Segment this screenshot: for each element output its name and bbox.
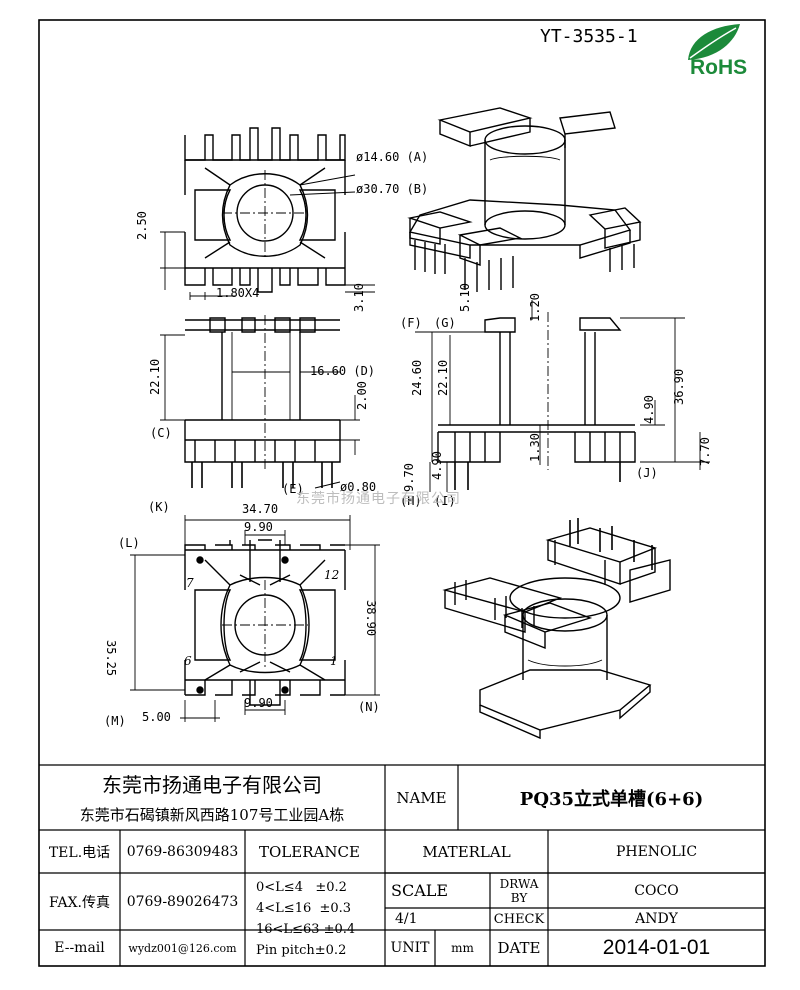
date-value: 2014-01-01 — [602, 936, 711, 959]
material-value: PHENOLIC — [615, 843, 698, 860]
pin-number: 7 — [186, 576, 194, 590]
company-address: 东莞市石碣镇新风西路107号工业园A栋 — [79, 805, 345, 824]
dim-label: (C) — [150, 426, 172, 440]
company-name: 东莞市扬通电子有限公司 — [102, 772, 322, 797]
unit-label: UNIT — [390, 940, 430, 956]
email-label: E--mail — [54, 940, 105, 956]
dim-label: 22.10 — [148, 358, 162, 395]
side-view-right — [415, 300, 710, 492]
drawn-by-label: DRWA BY — [499, 876, 539, 905]
rohs-logo-text: RoHS — [690, 56, 748, 79]
dim-label: 2.50 — [135, 211, 149, 240]
title-block-grid — [39, 764, 765, 966]
iso-view-top — [407, 107, 642, 292]
dim-label: 1.80X4 — [216, 286, 260, 300]
tolerance-row: 4<L≤16 ±0.3 — [256, 901, 352, 916]
rohs-leaf-icon — [688, 24, 740, 60]
email-value: wydz001@126.com — [128, 941, 237, 955]
dim-label: (M) — [104, 714, 126, 728]
drawing-number: YT-3535-1 — [540, 26, 638, 47]
dim-label: 3.10 — [352, 283, 366, 312]
pin-number: 1 — [330, 654, 338, 668]
side-view-left — [160, 315, 360, 489]
dim-label: 2.00 — [355, 381, 369, 410]
tel-label: TEL.电话 — [48, 844, 111, 861]
drawn-by-value: COCO — [634, 882, 679, 899]
dim-label: (L) — [118, 536, 140, 550]
dim-label: 24.60 — [410, 359, 424, 396]
dim-label: 36.90 — [672, 368, 686, 405]
name-label: NAME — [396, 788, 447, 807]
tolerance-label: TOLERANCE — [259, 842, 360, 861]
bottom-view — [130, 515, 380, 722]
fax-value: 0769-89026473 — [126, 893, 239, 910]
dim-label: 16.60 (D) — [310, 364, 376, 378]
part-name: PQ35立式单槽(6+6) — [519, 788, 704, 810]
dim-label: (N) — [358, 700, 380, 714]
dim-label: (G) — [434, 316, 456, 330]
tolerance-row: 16<L≤63 ±0.4 — [256, 922, 356, 937]
dim-label: 34.70 — [242, 502, 279, 516]
dim-label: (J) — [636, 466, 658, 480]
scale-label: SCALE — [391, 881, 449, 900]
material-label: MATERLAL — [422, 842, 511, 861]
dim-label: 9.90 — [244, 520, 273, 534]
pin-number: 6 — [184, 654, 192, 668]
tel-value: 0769-86309483 — [126, 843, 239, 860]
dim-label: (H) — [400, 494, 422, 508]
scale-value: 4/1 — [395, 911, 418, 927]
sheet-border — [38, 19, 766, 967]
dim-label: 1.20 — [528, 293, 542, 322]
dim-label: 5.00 — [142, 710, 171, 724]
dim-label: (I) — [434, 494, 456, 508]
dim-label: 38.90 — [364, 600, 378, 637]
unit-value: mm — [451, 941, 474, 955]
dim-label: ø30.70 (B) — [356, 182, 429, 196]
watermark: 东莞市扬通电子有限公司 — [296, 491, 461, 507]
dim-label: (E) — [282, 482, 304, 496]
top-view — [160, 127, 375, 300]
dim-label: (K) — [148, 500, 170, 514]
iso-view-bottom — [442, 518, 671, 740]
dim-label: 9.90 — [244, 696, 273, 710]
dim-label: 35.25 — [104, 640, 118, 677]
check-value: ANDY — [635, 911, 678, 927]
dim-label: ø0.80 — [340, 480, 377, 494]
dim-label: 4.90 — [642, 395, 656, 424]
dim-label: 4.90 — [430, 451, 444, 480]
dim-label: 7.70 — [698, 437, 712, 466]
fax-label: FAX.传真 — [48, 894, 111, 911]
dim-label: (F) — [400, 316, 422, 330]
dim-label: 1.30 — [528, 433, 542, 462]
pin-number: 12 — [324, 568, 340, 582]
tolerance-row: 0<L≤4 ±0.2 — [256, 880, 347, 895]
check-label: CHECK — [493, 911, 545, 927]
date-label: DATE — [497, 939, 541, 957]
dim-label: 5.10 — [458, 283, 472, 312]
tolerance-row: Pin pitch±0.2 — [256, 943, 347, 958]
dim-label: ø14.60 (A) — [356, 150, 429, 164]
dim-label: 22.10 — [436, 359, 450, 396]
